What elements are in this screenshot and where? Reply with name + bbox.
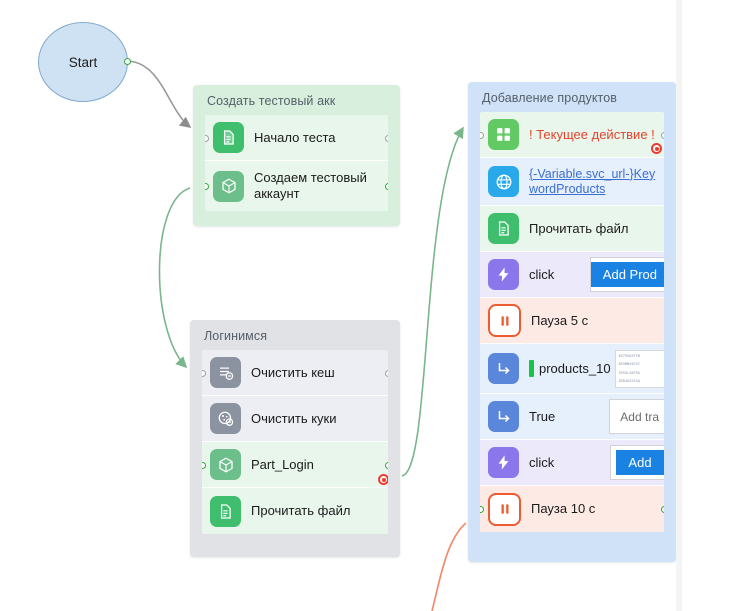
node-label: ! Текущее действие ! bbox=[529, 126, 655, 142]
node-row[interactable]: Создаем тестовый аккаунт bbox=[205, 161, 388, 211]
node-in-port[interactable] bbox=[205, 135, 209, 142]
node-row[interactable]: Part_Login bbox=[202, 442, 388, 488]
node-in-port[interactable] bbox=[202, 370, 206, 377]
start-out-port[interactable] bbox=[123, 58, 131, 65]
node-in-port[interactable] bbox=[480, 132, 484, 139]
node-out-port[interactable] bbox=[384, 135, 388, 142]
thumb-line: 8G79GASFFB bbox=[618, 353, 640, 358]
node-label: True bbox=[529, 408, 556, 424]
group-body: ! Текущее действие ! {-Variable.svc_url-… bbox=[480, 112, 664, 532]
breakpoint-indicator[interactable] bbox=[378, 474, 388, 485]
add-prod-button[interactable]: Add Prod bbox=[590, 262, 664, 287]
node-row[interactable]: Пауза 10 с bbox=[480, 486, 664, 532]
lightning-icon bbox=[488, 259, 519, 290]
clear-cookies-icon bbox=[210, 403, 241, 434]
node-label: products_10 bbox=[539, 360, 611, 376]
thumb-line: 855MNV5E5C bbox=[618, 362, 640, 367]
group-body: Начало теста Создаем тестовый аккаунт bbox=[205, 115, 388, 211]
add-button[interactable]: Add bbox=[616, 450, 664, 475]
pause-icon bbox=[488, 492, 521, 526]
thumb-line: 9555LV8P5A bbox=[618, 370, 640, 375]
node-widget-text-thumb: 8G79GASFFB 855MNV5E5C 9555LV8P5A 85D4U42… bbox=[614, 349, 664, 388]
node-row[interactable]: Начало теста bbox=[205, 115, 388, 161]
arrow-enter-icon bbox=[488, 401, 519, 432]
node-in-port[interactable] bbox=[480, 506, 484, 513]
node-out-port[interactable] bbox=[384, 370, 388, 377]
node-label: Очистить куки bbox=[251, 410, 337, 426]
node-in-port[interactable] bbox=[202, 462, 206, 469]
pause-icon bbox=[488, 304, 521, 337]
group-add-products[interactable]: Добавление продуктов ! Текущее действие … bbox=[468, 82, 676, 562]
add-tra-button[interactable]: Add tra bbox=[620, 409, 659, 424]
node-label: Создаем тестовый аккаунт bbox=[254, 170, 367, 201]
group-create-test-account[interactable]: Создать тестовый акк Начало теста Создае… bbox=[193, 85, 400, 226]
node-row[interactable]: Пауза 5 с bbox=[480, 298, 664, 344]
node-url-link[interactable]: {-Variable.svc_url-}KeywordProducts bbox=[529, 166, 656, 196]
node-label: Пауза 10 с bbox=[531, 501, 596, 517]
node-row[interactable]: Прочитать файл bbox=[480, 206, 664, 252]
breakpoint-indicator[interactable] bbox=[651, 143, 662, 154]
node-label: click bbox=[529, 454, 555, 470]
group-title: Создать тестовый акк bbox=[207, 94, 336, 108]
group-login[interactable]: Логинимся Очистить кеш Очистить куки bbox=[190, 320, 400, 557]
node-label: Part_Login bbox=[251, 456, 314, 472]
package-icon bbox=[210, 449, 241, 480]
thumb-line: 85D4U425AQ bbox=[618, 379, 640, 384]
grid-icon bbox=[488, 119, 519, 150]
status-marker bbox=[529, 360, 534, 377]
node-in-port[interactable] bbox=[205, 183, 209, 190]
viewport-outside-area bbox=[682, 0, 748, 611]
node-row[interactable]: ! Текущее действие ! bbox=[480, 112, 664, 158]
node-label: click bbox=[529, 266, 555, 282]
node-label: Пауза 5 с bbox=[531, 312, 589, 328]
node-row[interactable]: {-Variable.svc_url-}KeywordProducts bbox=[480, 158, 664, 206]
node-label: Начало теста bbox=[254, 129, 336, 145]
node-widget-thumb: Add tra bbox=[609, 399, 664, 434]
node-row[interactable]: Очистить куки bbox=[202, 396, 388, 442]
node-row[interactable]: products_10 8G79GASFFB 855MNV5E5C 9555LV… bbox=[480, 344, 664, 394]
node-widget-thumb: Add bbox=[610, 445, 664, 480]
node-row[interactable]: True Add tra bbox=[480, 394, 664, 440]
start-node[interactable]: Start bbox=[38, 22, 131, 102]
node-row[interactable]: click Add Prod bbox=[480, 252, 664, 298]
arrow-enter-icon bbox=[488, 353, 519, 384]
node-row[interactable]: Прочитать файл bbox=[202, 488, 388, 534]
node-widget-thumb: Add Prod bbox=[589, 257, 664, 292]
viewport-clip-edge bbox=[676, 0, 682, 611]
group-title: Добавление продуктов bbox=[482, 91, 618, 105]
node-label: Очистить кеш bbox=[251, 364, 335, 380]
node-out-port[interactable] bbox=[660, 132, 664, 139]
group-body: Очистить кеш Очистить куки Part_Login bbox=[202, 350, 388, 534]
globe-icon bbox=[488, 166, 519, 197]
node-label: Прочитать файл bbox=[251, 503, 351, 519]
document-icon bbox=[210, 495, 241, 527]
node-out-port[interactable] bbox=[660, 506, 664, 513]
document-icon bbox=[213, 122, 244, 153]
start-node-label: Start bbox=[68, 54, 98, 70]
document-icon bbox=[488, 213, 519, 244]
lightning-icon bbox=[488, 447, 519, 478]
node-row[interactable]: Очистить кеш bbox=[202, 350, 388, 396]
node-out-port[interactable] bbox=[384, 183, 388, 190]
node-out-port[interactable] bbox=[384, 462, 388, 469]
node-row[interactable]: click Add bbox=[480, 440, 664, 486]
package-icon bbox=[213, 170, 244, 202]
group-title: Логинимся bbox=[204, 329, 268, 343]
clear-cache-icon bbox=[210, 357, 241, 388]
node-label: Прочитать файл bbox=[529, 220, 629, 236]
